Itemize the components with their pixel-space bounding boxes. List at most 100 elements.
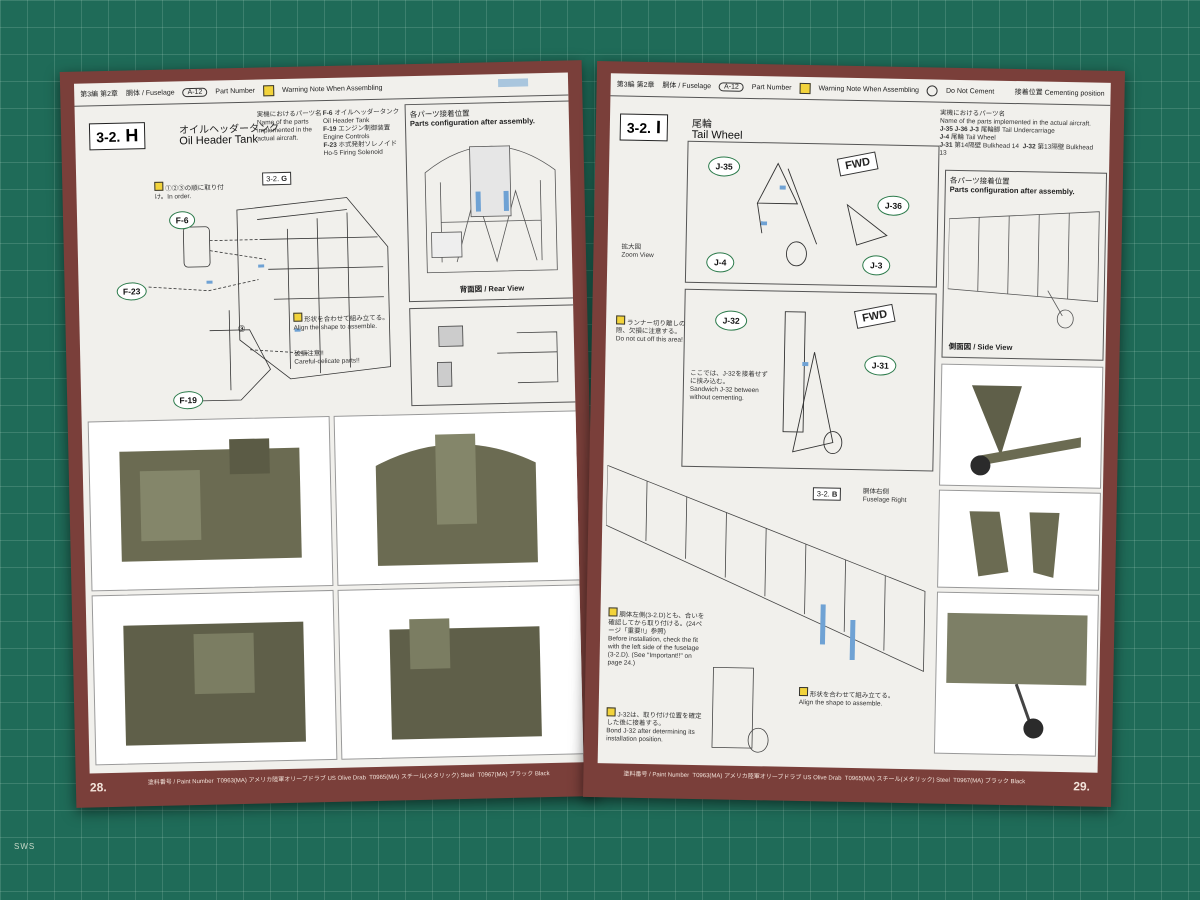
before-install-note: 胴体左側(3-2.D)とも、合いを確認してから取り付ける。(24ページ「重要!!… xyxy=(607,607,708,669)
paint-name: スチール(メタリック) Steel xyxy=(876,776,950,784)
section-letter: I xyxy=(655,117,662,138)
careful-note: 破損注意!! Careful-delicate parts!! xyxy=(294,348,404,366)
warning-label: Warning Note When Assembling xyxy=(281,84,383,94)
part-number-label: Part Number xyxy=(215,87,256,95)
paint-name: アメリカ陸軍オリーブドラブ US Olive Drab xyxy=(248,775,366,784)
careful-en: Careful-delicate parts!! xyxy=(294,357,360,366)
fuselage-photo xyxy=(933,591,1099,757)
left-sheet: 第3編 第2章 胴体 / Fuselage A-12 Part Number W… xyxy=(73,72,584,774)
no-cement-label: Do Not Cement xyxy=(945,87,995,96)
part-callout-j36: J-36 xyxy=(877,195,910,217)
fuselage-tag: 3-2. B xyxy=(812,487,842,501)
legend-en: Engine Controls xyxy=(323,133,370,142)
rear-view-label: 背面図 / Rear View xyxy=(459,283,525,294)
fuselage-right-drawing xyxy=(605,465,926,753)
paint-code: T0967(MA) xyxy=(477,772,508,779)
ref-prefix: 3-2. xyxy=(266,174,280,184)
sandwich-en: Sandwich J-32 between without cementing. xyxy=(689,385,759,402)
page-header: 第3編 第2章 胴体 / Fuselage A-12 Part Number W… xyxy=(610,73,1111,106)
legend-extra: J-36 J-3 xyxy=(954,125,979,134)
legend-en: Tail Undercarriage xyxy=(1001,126,1055,135)
config-en: Parts configuration after assembly. xyxy=(409,116,535,129)
fuselage-right-jp: 胴体右側 xyxy=(862,488,889,496)
paint-label: 塗料番号 / Paint Number xyxy=(147,778,214,787)
legend-jp: 尾輪脚 xyxy=(980,126,1001,134)
legend-jp: エンジン制御装置 xyxy=(338,124,391,133)
oil-tank-photo-4 xyxy=(337,584,584,760)
right-page: 第3編 第2章 胴体 / Fuselage A-12 Part Number W… xyxy=(582,60,1126,808)
legend-id: J-32 xyxy=(1022,143,1036,151)
sandwich-jp: ここでは、J-32を接着せずに挟み込む。 xyxy=(689,369,768,386)
paint-code: T0963(MA) xyxy=(216,777,247,785)
tail-wheel-drawing xyxy=(756,162,888,267)
paint-name: ブラック Black xyxy=(984,778,1026,786)
legend-en: Tail Wheel xyxy=(965,134,996,142)
fuselage-prefix: 3-2. xyxy=(816,489,830,499)
legend-jp: 第14隔壁 xyxy=(954,141,982,150)
paint-legend: 塗料番号 / Paint Number T0963(MA) アメリカ陸軍オリーブ… xyxy=(623,769,1025,786)
oil-tank-photo-1 xyxy=(87,415,334,592)
oil-tank-photo-3 xyxy=(91,589,338,766)
config-en: Parts configuration after assembly. xyxy=(949,184,1075,197)
fuselage-right-en: Fuselage Right xyxy=(862,496,907,505)
warning-icon xyxy=(293,312,303,322)
fuselage-letter: B xyxy=(831,489,838,499)
zoom-jp: 拡大図 xyxy=(621,243,642,251)
careful-jp: 破損注意!! xyxy=(294,350,324,358)
paint-name: アメリカ陸軍オリーブドラブ US Olive Drab xyxy=(724,773,842,782)
legend-jp: 第13隔壁 xyxy=(1037,143,1065,151)
warning-icon xyxy=(606,707,616,717)
rear-view-drawing xyxy=(424,145,558,274)
chapter-label: 第3編 第2章 xyxy=(616,81,655,90)
bond-note: J-32は、取り付け位置を確定した後に接着する。 Bond J-32 after… xyxy=(606,707,707,745)
part-callout-j4: J-4 xyxy=(706,252,735,273)
legend-id: F-23 xyxy=(323,141,337,150)
part-callout-j35: J-35 xyxy=(707,156,741,177)
implemented-note: 実機におけるパーツ名 Name of the parts implemented… xyxy=(257,110,328,144)
page-number: 29. xyxy=(1073,779,1091,794)
section-title-en: Tail Wheel xyxy=(691,128,743,142)
zoom-view: 拡大図 Zoom View xyxy=(621,244,681,261)
section-title-en: Oil Header Tank xyxy=(179,133,259,148)
side-view-label: 側面図 / Side View xyxy=(948,341,1013,353)
oil-tank-photo-2 xyxy=(333,410,584,586)
side-view-panel: 各パーツ接着位置 Parts configuration after assem… xyxy=(941,169,1108,361)
rear-view-panel: 各パーツ接着位置 Parts configuration after assem… xyxy=(404,100,577,303)
tail-wheel-photo-1 xyxy=(939,363,1104,489)
implemented-en: Name of the parts implemented in the act… xyxy=(256,118,313,143)
ref-tag: 3-2. G xyxy=(262,171,292,186)
paint-code: T0963(MA) xyxy=(692,772,723,780)
section-prefix: 3-2. xyxy=(626,119,652,137)
zoom-en: Zoom View xyxy=(621,251,654,260)
paint-label: 塗料番号 / Paint Number xyxy=(623,771,690,779)
part-callout-j31: J-31 xyxy=(864,355,897,376)
no-cement-icon xyxy=(926,84,939,97)
oil-tank-exploded-drawing xyxy=(148,197,391,402)
section-label: 胴体 / Fuselage xyxy=(662,82,712,91)
warning-icon xyxy=(798,686,809,697)
legend-id: J-35 xyxy=(939,125,953,133)
sandwich-note: ここでは、J-32を接着せずに挟み込む。 Sandwich J-32 betwe… xyxy=(690,370,775,404)
before-note-jp: 胴体左側(3-2.D)とも、合いを確認してから取り付ける。(24ページ「重要!!… xyxy=(608,611,705,636)
part-number-label: Part Number xyxy=(751,83,792,92)
bond-note-en: Bond J-32 after determining its installa… xyxy=(606,727,695,744)
align-en: Align the shape to assemble. xyxy=(293,322,378,332)
paint-code: T0967(MA) xyxy=(953,777,984,785)
ref-letter: G xyxy=(281,173,288,184)
watermark-logo: SWS xyxy=(14,842,36,851)
part-callout-j32: J-32 xyxy=(714,310,748,331)
legend-en: Bulkhead 14 xyxy=(982,142,1020,151)
cut-note-jp: ランナー切り離しの際、欠損に注意する。 xyxy=(615,319,686,336)
warning-icon xyxy=(608,607,618,617)
legend-en: Oil Header Tank xyxy=(322,117,370,126)
part-badge: A-12 xyxy=(718,81,744,92)
legend-jp: 尾輪 xyxy=(950,133,964,142)
legend-j31: J-31 第14隔壁 Bulkhead 14 J-32 第13隔壁 Bulkhe… xyxy=(939,142,1099,161)
legend-en: Ho-5 Firing Solenoid xyxy=(323,148,383,158)
legend-jp: ホ式発射ソレノイド xyxy=(338,140,398,149)
right-sheet: 第3編 第2章 胴体 / Fuselage A-12 Part Number W… xyxy=(597,73,1111,773)
paint-name: ブラック Black xyxy=(509,771,550,778)
